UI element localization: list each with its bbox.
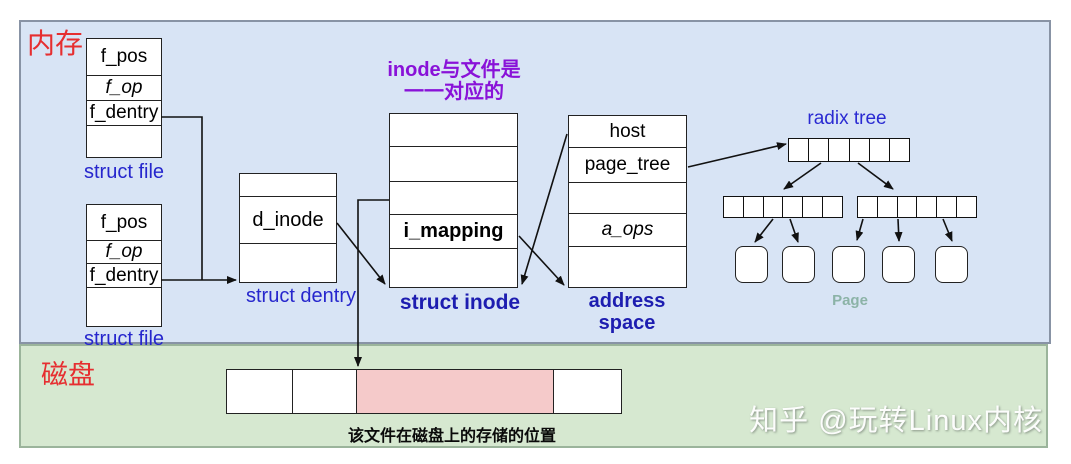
field-empty <box>87 288 161 326</box>
address-space-label: address space <box>589 290 666 334</box>
field-f_op: f_op <box>87 241 161 264</box>
field-f_pos: f_pos <box>87 205 161 241</box>
radix-root-node <box>788 138 910 162</box>
disk-block-free <box>554 370 621 413</box>
array-cell <box>889 139 910 161</box>
array-cell <box>937 197 958 217</box>
inode-annotation: inode与文件是 一一对应的 <box>387 59 520 103</box>
struct-file-bottom-label: struct file <box>83 328 165 350</box>
array-cell <box>897 197 918 217</box>
field-empty <box>87 126 161 157</box>
array-cell <box>803 197 824 217</box>
struct-inode-label: struct inode <box>399 291 521 314</box>
radix-level2-node-right <box>857 196 977 218</box>
field-empty <box>390 182 517 215</box>
struct-file-box-bottom: f_pos f_op f_dentry <box>86 204 162 327</box>
field-d_inode: d_inode <box>240 197 336 244</box>
field-i_mapping: i_mapping <box>390 215 517 249</box>
field-empty <box>569 183 686 214</box>
field-f_dentry: f_dentry <box>87 101 161 126</box>
field-page_tree: page_tree <box>569 148 686 183</box>
disk-region-label: 磁盘 <box>41 360 95 390</box>
struct-file-box-top: f_pos f_op f_dentry <box>86 38 162 158</box>
array-cell <box>858 197 878 217</box>
inode-annotation-line2: 一一对应的 <box>404 81 504 103</box>
field-empty <box>390 147 517 182</box>
array-cell <box>829 139 850 161</box>
disk-block-free <box>227 370 293 413</box>
page-box <box>782 246 815 283</box>
disk-caption: 该文件在磁盘上的存储的位置 <box>347 428 557 445</box>
inode-annotation-line1: inode与文件是 <box>387 59 521 81</box>
struct-dentry-label: struct dentry <box>245 285 357 307</box>
field-f_op: f_op <box>87 76 161 101</box>
field-f_dentry: f_dentry <box>87 264 161 288</box>
memory-region-panel <box>19 20 1051 344</box>
disk-block-free <box>293 370 357 413</box>
disk-blocks-bar <box>226 369 622 414</box>
disk-block-file-storage <box>357 370 554 413</box>
field-empty <box>390 114 517 147</box>
address-space-label-line2: space <box>598 312 656 334</box>
page-box <box>935 246 968 283</box>
radix-level2-node-left <box>723 196 843 218</box>
array-cell <box>849 139 870 161</box>
array-cell <box>809 139 830 161</box>
array-cell <box>823 197 842 217</box>
array-cell <box>763 197 784 217</box>
struct-inode-box: i_mapping <box>389 113 518 288</box>
watermark: 知乎 @玩转Linux内核 <box>749 405 1043 437</box>
array-cell <box>789 139 810 161</box>
field-empty <box>240 174 336 197</box>
array-cell <box>877 197 898 217</box>
field-f_pos: f_pos <box>87 39 161 76</box>
array-cell <box>724 197 744 217</box>
memory-region-label: 内存 <box>27 28 84 59</box>
address-space-label-line1: address <box>588 290 666 312</box>
struct-dentry-box: d_inode <box>239 173 337 283</box>
array-cell <box>743 197 764 217</box>
page-label: Page <box>832 292 868 309</box>
array-cell <box>869 139 890 161</box>
page-box <box>882 246 915 283</box>
field-host: host <box>569 116 686 148</box>
array-cell <box>783 197 804 217</box>
page-box <box>832 246 865 283</box>
field-a_ops: a_ops <box>569 214 686 247</box>
array-cell <box>957 197 976 217</box>
page-box <box>735 246 768 283</box>
field-empty <box>390 249 517 287</box>
address-space-box: host page_tree a_ops <box>568 115 687 288</box>
field-empty <box>240 244 336 282</box>
array-cell <box>917 197 938 217</box>
field-empty <box>569 247 686 287</box>
radix-tree-label: radix tree <box>807 108 887 129</box>
struct-file-top-label: struct file <box>83 161 165 183</box>
